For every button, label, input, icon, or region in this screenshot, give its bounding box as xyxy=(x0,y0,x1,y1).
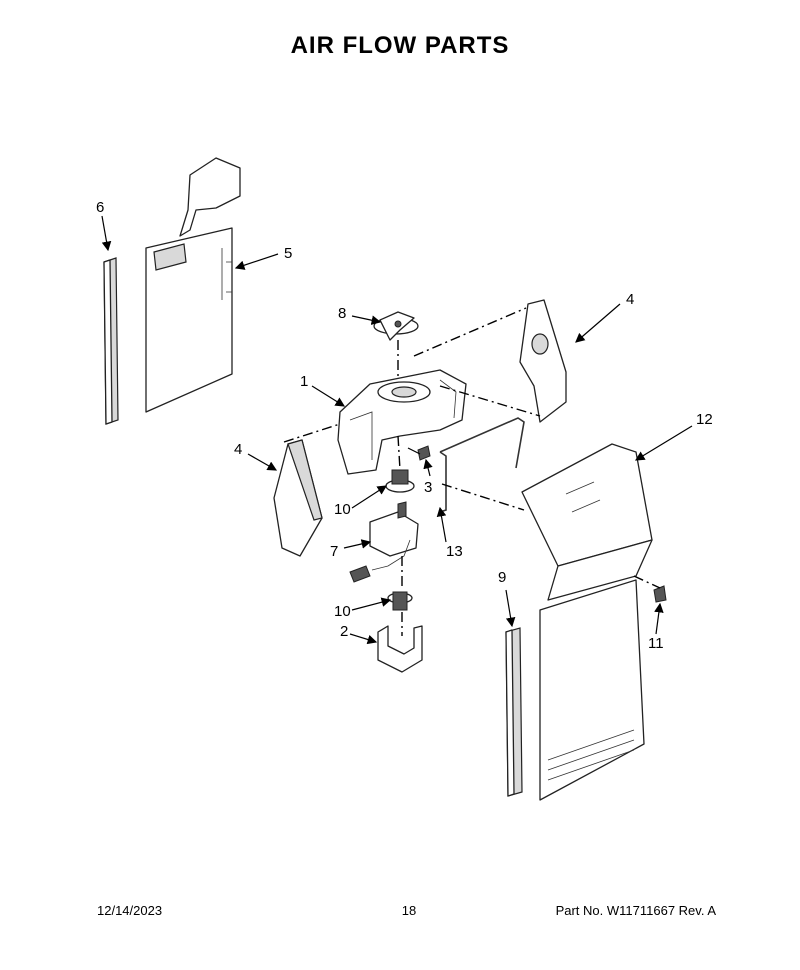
footer-date: 12/14/2023 xyxy=(97,903,163,918)
callout-12: 12 xyxy=(696,411,713,428)
part-9-gasket-strip xyxy=(505,627,523,797)
callout-13: 13 xyxy=(446,543,463,560)
part-10-grommet-lower xyxy=(387,591,413,611)
callout-9: 9 xyxy=(498,569,506,586)
part-1-fan-housing xyxy=(337,369,467,475)
callout-3: 3 xyxy=(424,479,432,496)
part-4-foam-insert-right xyxy=(519,299,567,423)
callout-5: 5 xyxy=(284,245,292,262)
part-4-foam-insert-left xyxy=(273,439,323,557)
callout-1: 1 xyxy=(300,373,308,390)
part-7-fan-motor xyxy=(349,501,419,583)
callout-2: 2 xyxy=(340,623,348,640)
callout-10-lower: 10 xyxy=(334,603,351,620)
part-3-screw xyxy=(407,445,431,461)
part-8-fan-blade xyxy=(373,311,419,341)
part-13-wire-bracket xyxy=(439,417,525,513)
callout-7: 7 xyxy=(330,543,338,560)
page-title: AIR FLOW PARTS xyxy=(290,32,510,59)
callout-4-right: 4 xyxy=(626,291,634,308)
callout-4-left: 4 xyxy=(234,441,242,458)
part-12-evaporator-cover xyxy=(521,443,653,801)
footer-part-number: Part No. W11711667 Rev. A xyxy=(555,903,716,918)
callout-8: 8 xyxy=(338,305,346,322)
part-5-air-duct-panel xyxy=(145,157,241,413)
assembly-lines xyxy=(283,307,661,636)
part-10-grommet-upper xyxy=(385,469,415,493)
leader-lines xyxy=(101,215,693,645)
part-2-motor-bracket xyxy=(377,625,423,673)
callout-10-upper: 10 xyxy=(334,501,351,518)
part-6-gasket-strip xyxy=(103,257,119,425)
callout-11: 11 xyxy=(648,635,664,652)
callout-6: 6 xyxy=(96,199,104,216)
part-11-screw xyxy=(653,585,667,603)
footer-page-number: 18 xyxy=(401,903,417,918)
